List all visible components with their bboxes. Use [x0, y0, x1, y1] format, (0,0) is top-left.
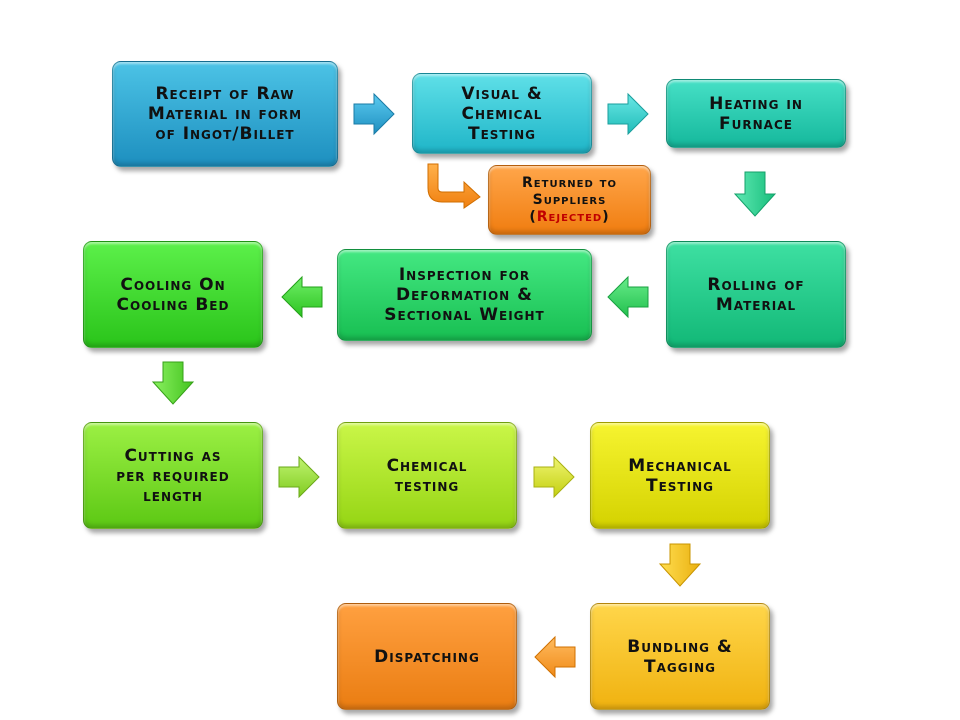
dispatching-box: Dispatching — [337, 603, 517, 710]
cutting-box: Cutting as per required length — [83, 422, 263, 529]
bent-arrow-icon — [427, 163, 481, 209]
arrow-right-icon — [607, 92, 649, 136]
arrow-right-icon — [278, 455, 320, 499]
mechanical-testing-box: Mechanical Testing — [590, 422, 770, 529]
bundling-tagging-box: Bundling & Tagging — [590, 603, 770, 710]
returned-text: Returned to Suppliers ( — [522, 174, 617, 225]
returned-close-paren: ) — [602, 208, 610, 225]
arrow-down-icon — [658, 543, 702, 587]
returned-to-suppliers-label: Returned to Suppliers (Rejected) — [522, 175, 617, 226]
visual-chemical-testing-box: Visual & Chemical Testing — [412, 73, 592, 154]
arrow-down-icon — [151, 361, 195, 405]
arrow-left-icon — [281, 275, 323, 319]
arrow-left-icon — [534, 635, 576, 679]
inspection-box: Inspection for Deformation & Sectional W… — [337, 249, 592, 341]
rolling-of-material-box: Rolling of Material — [666, 241, 846, 348]
rejected-label: Rejected — [536, 208, 603, 225]
arrow-right-icon — [533, 455, 575, 499]
arrow-down-icon — [733, 171, 777, 217]
heating-in-furnace-box: Heating in Furnace — [666, 79, 846, 148]
chemical-testing-box: Chemical testing — [337, 422, 517, 529]
arrow-right-icon — [353, 92, 395, 136]
receipt-of-raw-material-box: Receipt of Raw Material in form of Ingot… — [112, 61, 338, 167]
cooling-on-cooling-bed-box: Cooling On Cooling Bed — [83, 241, 263, 348]
arrow-left-icon — [607, 275, 649, 319]
returned-to-suppliers-box: Returned to Suppliers (Rejected) — [488, 165, 651, 235]
